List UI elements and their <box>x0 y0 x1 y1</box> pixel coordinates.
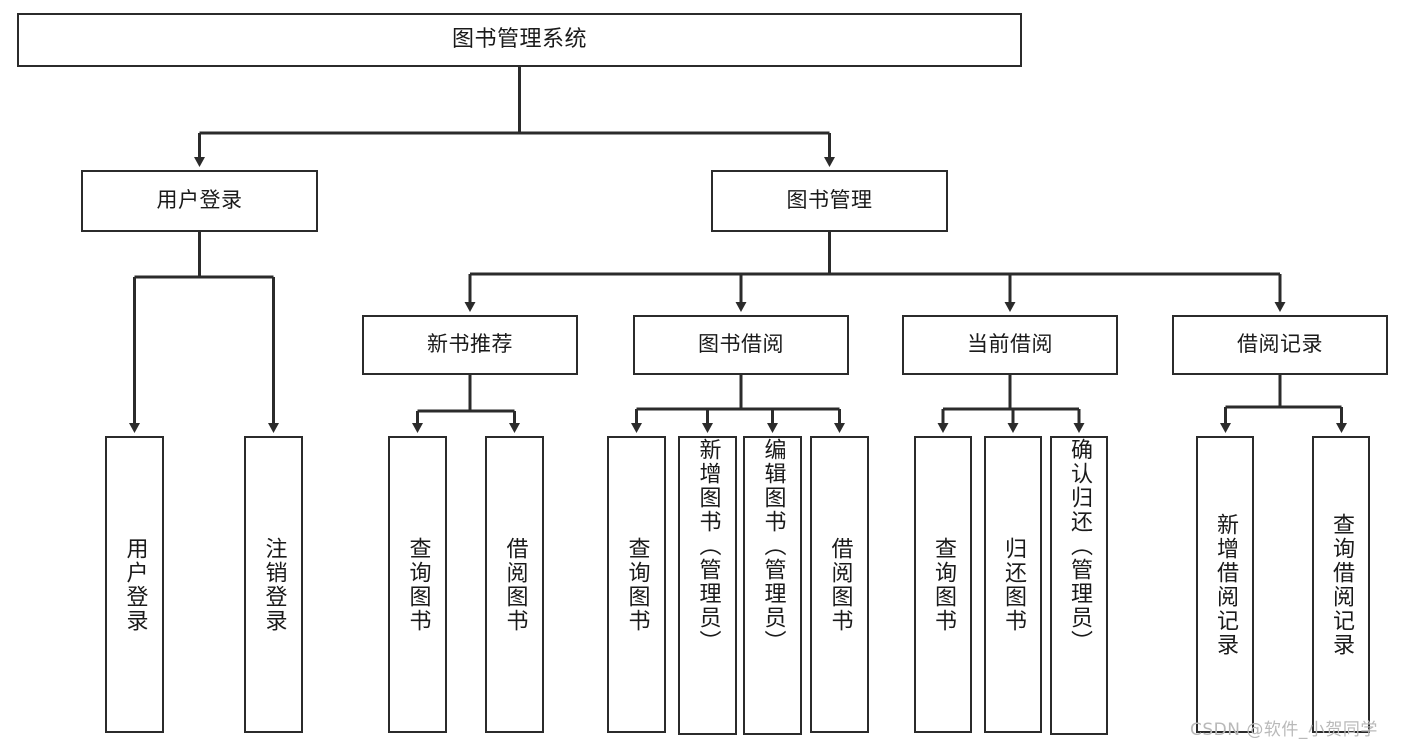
node-label: 图书管理系统 <box>451 26 587 52</box>
node-label: 确认归还（管理员） <box>1066 438 1092 654</box>
leaf-confirm-return-admin[interactable]: 确认归还（管理员） <box>1050 436 1108 735</box>
node-user-login[interactable]: 用户登录 <box>81 170 318 232</box>
leaf-borrow-books-recommend[interactable]: 借阅图书 <box>485 436 544 733</box>
leaf-add-borrow-record[interactable]: 新增借阅记录 <box>1196 436 1254 733</box>
node-label: 新增图书（管理员） <box>695 438 721 654</box>
node-book-management[interactable]: 图书管理 <box>711 170 948 232</box>
node-label: 查询图书 <box>405 536 431 633</box>
node-label: 查询借阅记录 <box>1328 512 1354 657</box>
node-new-book-recommend[interactable]: 新书推荐 <box>362 315 578 375</box>
node-label: 归还图书 <box>1000 536 1026 633</box>
node-label: 当前借阅 <box>967 332 1053 357</box>
leaf-return-books[interactable]: 归还图书 <box>984 436 1042 733</box>
node-book-borrow[interactable]: 图书借阅 <box>633 315 849 375</box>
leaf-logout[interactable]: 注销登录 <box>244 436 303 733</box>
node-label: 借阅图书 <box>827 536 853 633</box>
node-label: 编辑图书（管理员） <box>760 438 786 654</box>
leaf-query-books-current[interactable]: 查询图书 <box>914 436 972 733</box>
node-label: 借阅图书 <box>502 536 528 633</box>
node-label: 用户登录 <box>122 536 148 633</box>
node-label: 查询图书 <box>624 536 650 633</box>
node-label: 查询图书 <box>930 536 956 633</box>
leaf-user-login[interactable]: 用户登录 <box>105 436 164 733</box>
node-label: 新书推荐 <box>427 332 513 357</box>
node-current-borrow[interactable]: 当前借阅 <box>902 315 1118 375</box>
leaf-query-books-recommend[interactable]: 查询图书 <box>388 436 447 733</box>
leaf-add-book-admin[interactable]: 新增图书（管理员） <box>678 436 737 735</box>
csdn-watermark: CSDN @软件_小贺同学 <box>1190 720 1378 740</box>
node-label: 用户登录 <box>156 188 243 213</box>
node-root-system[interactable]: 图书管理系统 <box>17 13 1022 67</box>
leaf-query-books-borrow[interactable]: 查询图书 <box>607 436 666 733</box>
node-label: 新增借阅记录 <box>1212 512 1238 657</box>
node-label: 注销登录 <box>261 536 287 633</box>
leaf-edit-book-admin[interactable]: 编辑图书（管理员） <box>743 436 802 735</box>
node-borrow-record[interactable]: 借阅记录 <box>1172 315 1388 375</box>
node-label: 图书管理 <box>786 188 873 213</box>
node-label: 借阅记录 <box>1237 332 1323 357</box>
node-label: 图书借阅 <box>698 332 784 357</box>
leaf-borrow-books[interactable]: 借阅图书 <box>810 436 869 733</box>
leaf-query-borrow-record[interactable]: 查询借阅记录 <box>1312 436 1370 733</box>
